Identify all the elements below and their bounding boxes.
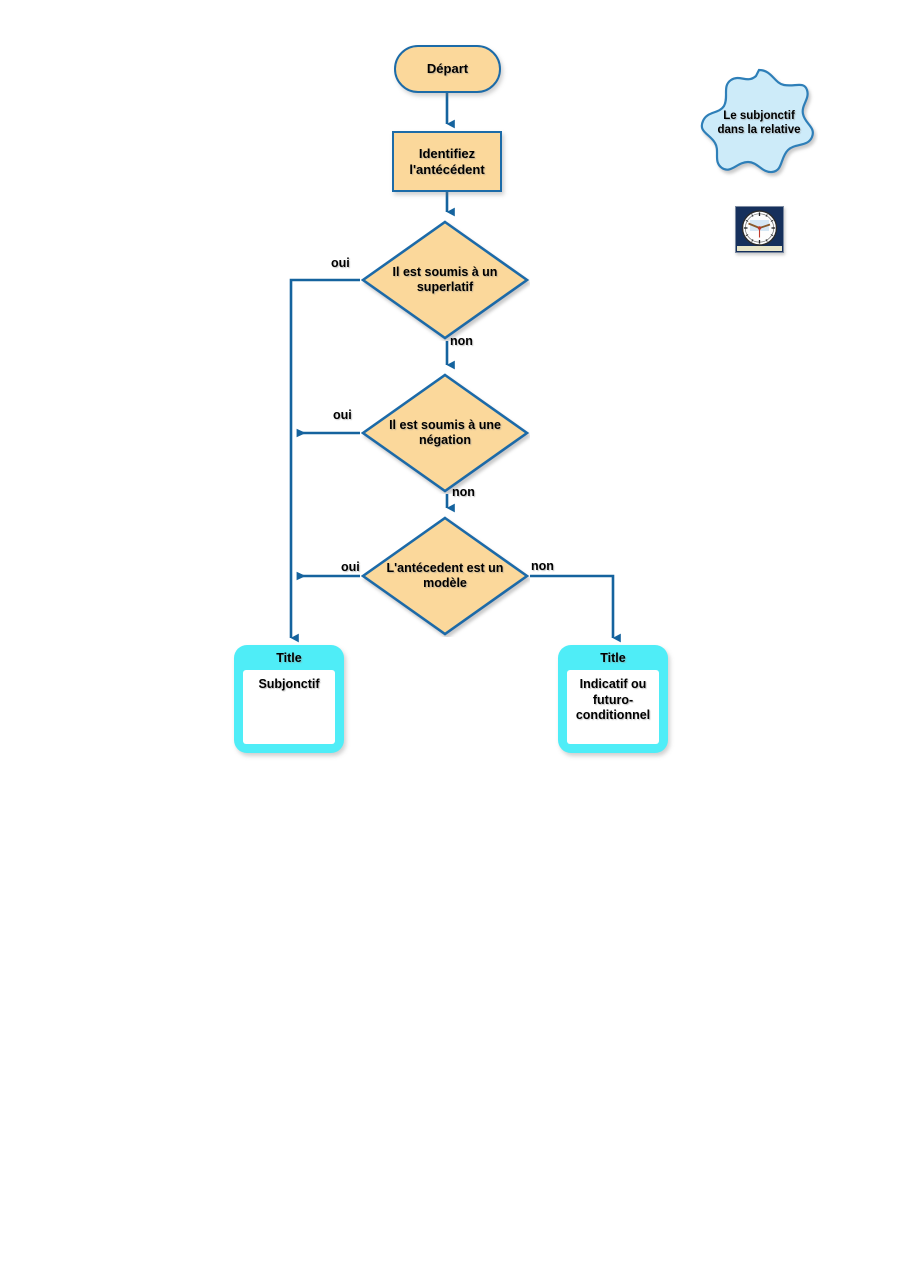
result-card-indicatif[interactable]: Title Indicatif ou futuro-conditionnel: [558, 645, 668, 753]
blob-shape: [700, 68, 814, 174]
edge-label-d3-no: non: [531, 559, 554, 573]
topic-blob-label: Le subjonctif dans la relative: [717, 109, 801, 136]
result-card-body: Subjonctif: [243, 670, 335, 744]
result-card-title: Title: [276, 650, 302, 665]
edge-label-d2-yes: oui: [333, 408, 352, 422]
edge-label-d2-no: non: [452, 485, 475, 499]
result-card-body-text: Indicatif ou futuro-conditionnel: [575, 677, 651, 723]
decision-node-label: L'antécedent est un modèle: [386, 560, 504, 590]
process-node-label: Identifiez l'antécédent: [409, 146, 485, 177]
result-card-body: Indicatif ou futuro-conditionnel: [567, 670, 659, 744]
decision-node-label: Il est soumis à une négation: [389, 417, 501, 447]
edge-label-d3-yes: oui: [341, 560, 360, 574]
edge-d3-no: [530, 574, 621, 643]
process-node-identify-antecedent[interactable]: Identifiez l'antécédent: [392, 131, 502, 192]
result-card-title: Title: [600, 650, 626, 665]
diamond-shape: [360, 516, 530, 636]
decision-node-negation[interactable]: Il est soumis à une négation: [360, 372, 530, 494]
decision-node-modele[interactable]: L'antécedent est un modèle: [360, 515, 530, 637]
topic-blob[interactable]: Le subjonctif dans la relative: [700, 66, 818, 180]
clock-icon[interactable]: [735, 206, 784, 253]
decision-node-label: Il est soumis à un superlatif: [392, 264, 498, 294]
result-card-body-text: Subjonctif: [258, 677, 320, 691]
result-card-subjonctif[interactable]: Title Subjonctif: [234, 645, 344, 753]
edge-d1-yes-trunk: [289, 278, 360, 643]
start-node[interactable]: Départ: [394, 45, 501, 93]
diamond-shape: [360, 373, 530, 493]
start-node-label: Départ: [426, 61, 469, 77]
edge-label-d1-yes: oui: [331, 256, 350, 270]
diamond-shape: [360, 220, 530, 340]
decision-node-superlatif[interactable]: Il est soumis à un superlatif: [360, 219, 530, 341]
clock-icon-glyph: [736, 207, 783, 252]
edge-label-d1-no: non: [450, 334, 473, 348]
